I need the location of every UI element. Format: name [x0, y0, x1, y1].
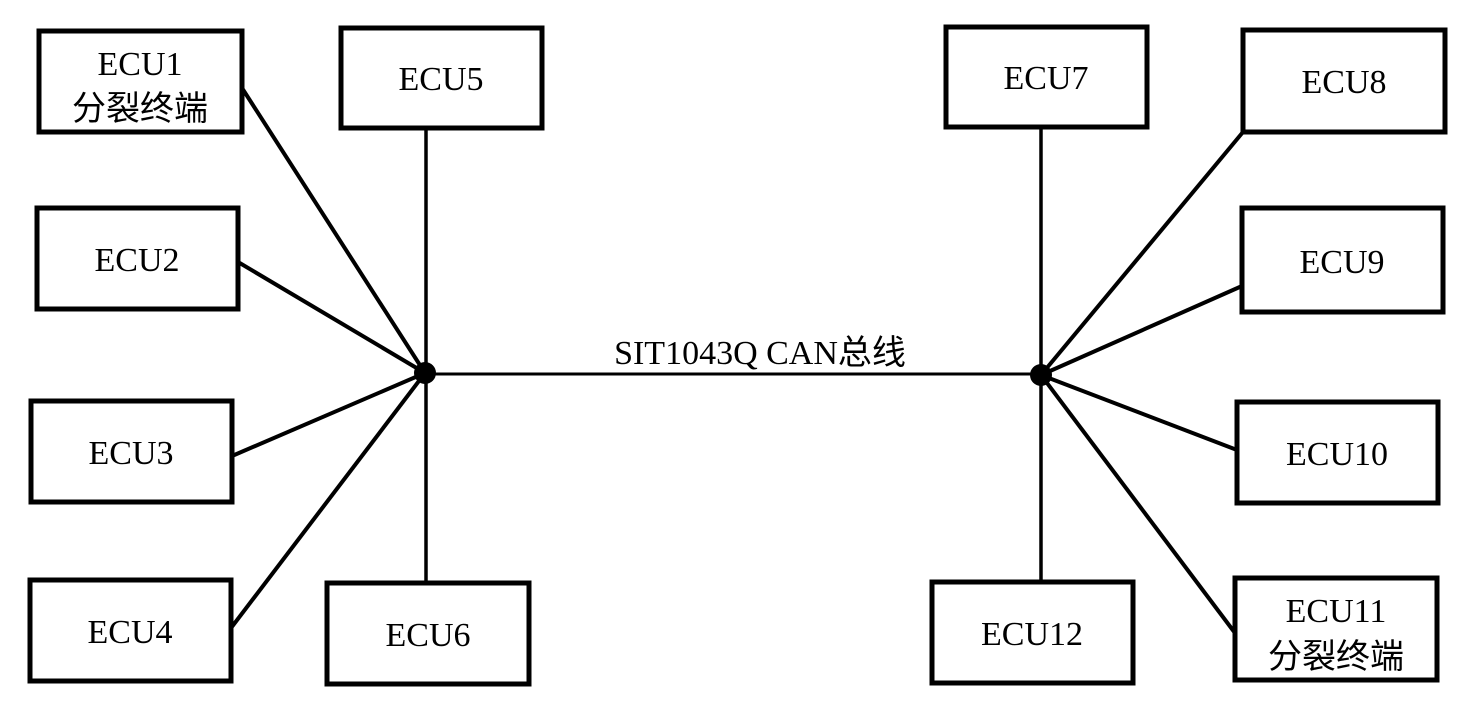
node-ecu5: ECU5 [338, 25, 545, 131]
edge-ecu4-left-junction [229, 371, 427, 630]
node-sublabel-ecu11: 分裂终端 [1268, 638, 1404, 676]
edge-ecu9-right-junction [1040, 284, 1243, 377]
node-box-ecu3 [28, 398, 235, 505]
node-box-ecu7 [943, 24, 1150, 130]
node-ecu12: ECU12 [929, 579, 1136, 686]
node-ecu10: ECU10 [1234, 399, 1441, 506]
node-ecu6: ECU6 [324, 580, 532, 687]
node-ecu2: ECU2 [34, 205, 241, 312]
node-box-ecu9 [1239, 205, 1446, 315]
node-ecu7: ECU7 [943, 24, 1150, 130]
node-box-ecu2 [34, 205, 241, 312]
node-label-ecu5: ECU5 [399, 61, 484, 98]
node-box-ecu8 [1240, 27, 1448, 135]
left-junction-node [414, 362, 436, 384]
node-label-ecu7: ECU7 [1004, 60, 1089, 97]
edge-ecu1-left-junction [240, 86, 427, 375]
node-box-ecu5 [338, 25, 545, 131]
node-label-ecu6: ECU6 [386, 617, 471, 654]
edge-ecu11-right-junction [1039, 373, 1237, 635]
node-ecu9: ECU9 [1239, 205, 1446, 315]
node-box-ecu6 [324, 580, 532, 687]
edge-ecu10-right-junction [1040, 373, 1238, 452]
node-ecu8: ECU8 [1240, 27, 1448, 135]
node-box-ecu12 [929, 579, 1136, 686]
node-box-ecu11 [1232, 575, 1440, 683]
node-sublabel-ecu1: 分裂终端 [72, 90, 208, 128]
node-label-ecu10: ECU10 [1286, 436, 1388, 473]
node-ecu1: ECU1 分裂终端 [36, 28, 245, 135]
node-label-ecu2: ECU2 [95, 242, 180, 279]
node-box-ecu10 [1234, 399, 1441, 506]
node-box-ecu1 [36, 28, 245, 135]
node-label-ecu12: ECU12 [981, 616, 1083, 653]
node-ecu3: ECU3 [28, 398, 235, 505]
node-label-ecu1: ECU1 [98, 46, 183, 83]
node-ecu4: ECU4 [27, 577, 234, 684]
edge-ecu8-right-junction [1039, 130, 1245, 377]
node-label-ecu11: ECU11 [1286, 593, 1387, 630]
edge-ecu2-left-junction [236, 260, 427, 375]
node-ecu11: ECU11 分裂终端 [1232, 575, 1440, 683]
node-box-ecu4 [27, 577, 234, 684]
node-label-ecu9: ECU9 [1300, 244, 1385, 281]
can-bus-label: SIT1043Q CAN总线 [614, 334, 906, 372]
node-label-ecu3: ECU3 [89, 435, 174, 472]
node-label-ecu8: ECU8 [1302, 64, 1387, 101]
node-label-ecu4: ECU4 [88, 614, 173, 651]
right-junction-node [1030, 364, 1052, 386]
edge-ecu3-left-junction [231, 371, 426, 458]
